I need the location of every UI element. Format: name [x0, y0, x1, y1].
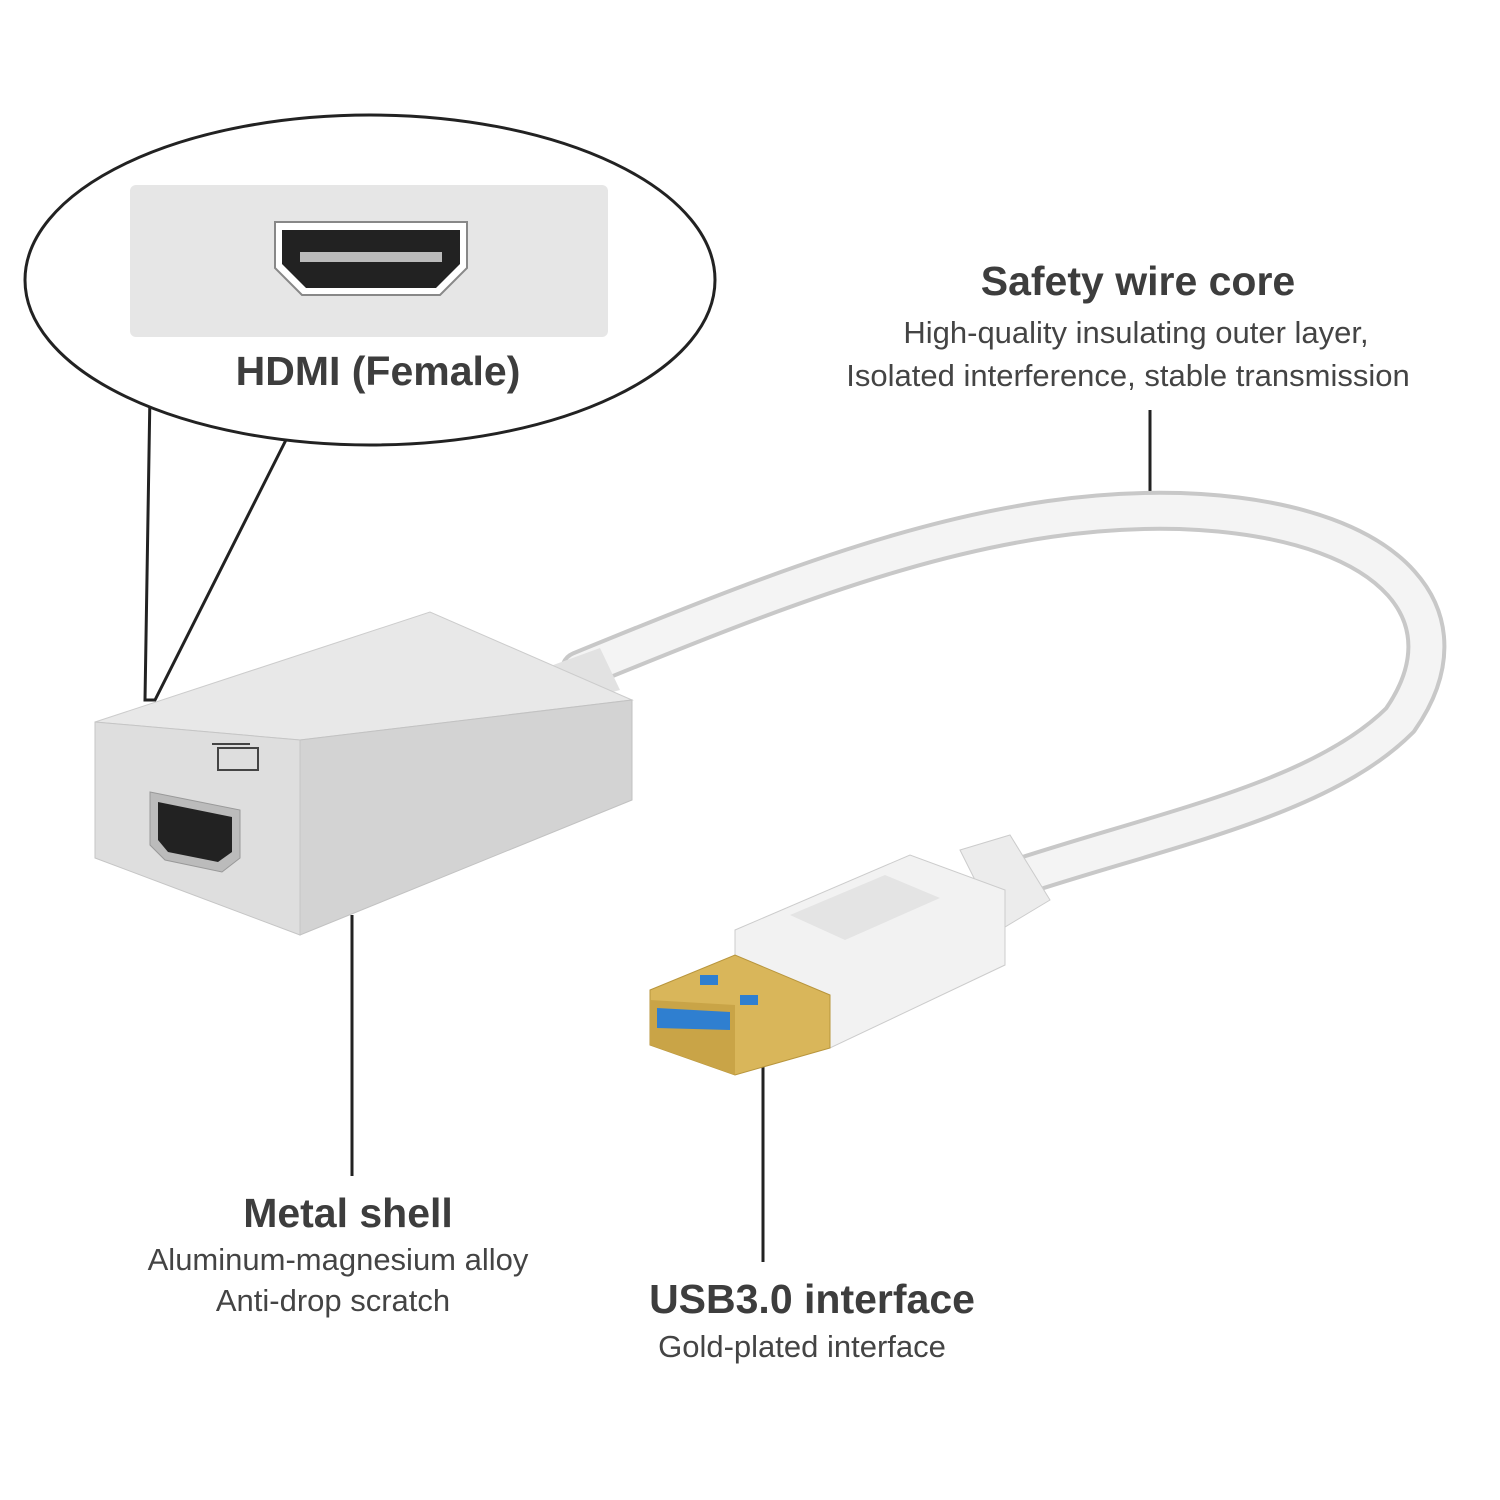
display-icon	[217, 747, 259, 771]
shell-callout-line: Aluminum-magnesium alloy	[147, 1242, 529, 1277]
hdmi-callout-bubble	[23, 113, 717, 702]
hdmi-callout-title: HDMI (Female)	[235, 348, 521, 394]
hdmi-port-icon	[274, 221, 468, 296]
shell-callout-title: Metal shell	[243, 1190, 453, 1236]
wire-callout-title: Safety wire core	[980, 258, 1296, 304]
usb-callout-title: USB3.0 interface	[649, 1276, 975, 1322]
hdmi-port	[158, 802, 232, 862]
wire-callout-line: High-quality insulating outer layer,	[903, 315, 1369, 350]
wire-callout-line: Isolated interference, stable transmissi…	[846, 358, 1410, 393]
adapter-metal-shell	[94, 611, 634, 936]
shell-callout-line: Anti-drop scratch	[215, 1283, 451, 1318]
cable	[560, 490, 1447, 900]
usb-plug	[649, 834, 1051, 1076]
usb-callout-line: Gold-plated interface	[658, 1329, 946, 1364]
